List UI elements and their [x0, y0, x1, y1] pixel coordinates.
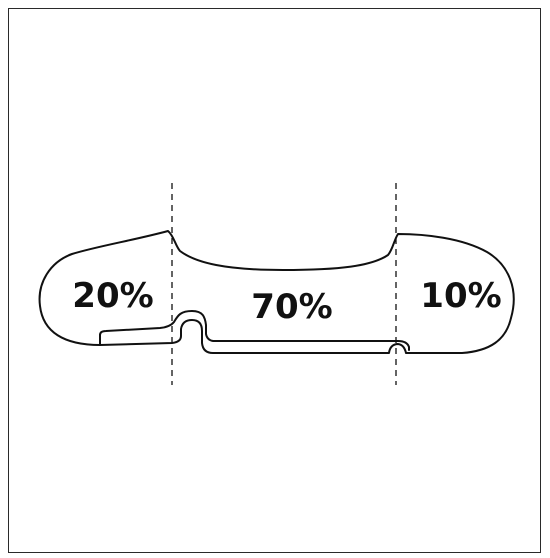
shank-line-bottom: [99, 319, 417, 354]
insole-outline: [38, 230, 515, 354]
segment-label-midfoot: 70%: [251, 287, 332, 327]
shank-line-top: [99, 310, 410, 351]
segment-label-forefoot: 10%: [420, 276, 501, 316]
segment-label-heel: 20%: [72, 276, 153, 316]
diagram-frame: [8, 8, 541, 553]
